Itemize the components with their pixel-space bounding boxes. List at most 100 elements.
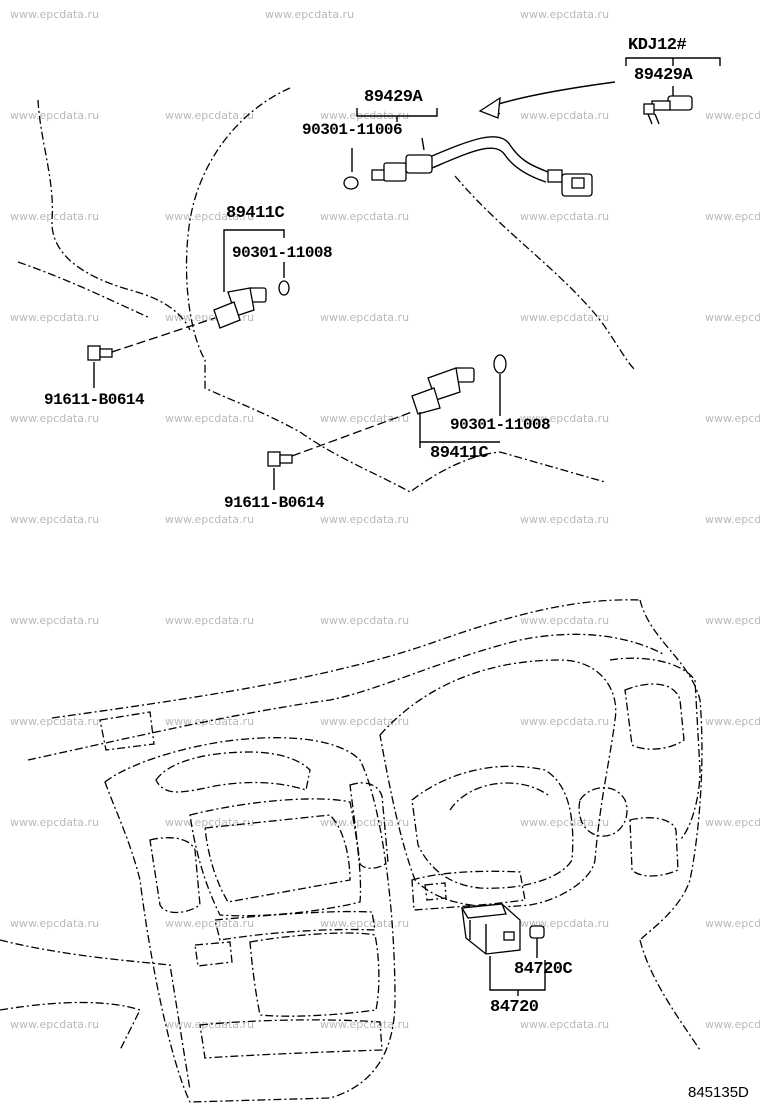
watermark-text: www.epcdata.ru (165, 513, 255, 526)
watermark-text: www.epcdata.ru (520, 412, 610, 425)
watermark-text: www.epcdata.ru (320, 715, 410, 728)
watermark-text: www.epcdata.ru (10, 311, 100, 324)
bolt-2-shape (267, 451, 293, 467)
watermark-text: www.epcdata.ru (165, 816, 255, 829)
watermark-text: www.epcdata.ru (705, 614, 760, 627)
engine-outline-arc (185, 87, 301, 433)
dash-right-lower (639, 939, 701, 1051)
switch-sub-label: 84720C (514, 960, 573, 979)
console-slot-1 (99, 711, 155, 751)
watermark-text: www.epcdata.ru (10, 715, 100, 728)
crank-sensor-1-label: 89411C (226, 204, 285, 223)
oring-2-label: 90301-11008 (450, 416, 551, 434)
console-lower-panel (249, 932, 380, 1017)
watermark-text: www.epcdata.ru (165, 1018, 255, 1031)
engine-outline-right (454, 175, 636, 371)
cluster-inner (411, 765, 574, 889)
watermark-text: www.epcdata.ru (520, 109, 610, 122)
crank-sensor-2-shape (411, 367, 475, 415)
cluster-hood (379, 659, 617, 908)
console-small-btn (194, 941, 233, 967)
watermark-text: www.epcdata.ru (320, 917, 410, 930)
watermark-text: www.epcdata.ru (10, 8, 100, 21)
watermark-text: www.epcdata.ru (265, 8, 355, 21)
ignition-ring (578, 786, 628, 837)
console-vent-left (149, 837, 201, 914)
gasket-label: 90301-11006 (302, 121, 403, 139)
watermark-text: www.epcdata.ru (520, 513, 610, 526)
watermark-text: www.epcdata.ru (10, 210, 100, 223)
dash-top-edge-2 (27, 633, 666, 761)
watermark-text: www.epcdata.ru (520, 8, 610, 21)
switch-panel (411, 870, 526, 911)
bolt-1-axis (111, 317, 216, 353)
watermark-text: www.epcdata.ru (520, 614, 610, 627)
watermark-text: www.epcdata.ru (165, 917, 255, 930)
right-vent-lower (629, 817, 679, 877)
right-side-panel (609, 657, 701, 841)
watermark-text: www.epcdata.ru (10, 1018, 100, 1031)
oxygen-sensor-alt-label: 89429A (634, 66, 693, 85)
engine-outline-far-left (17, 261, 151, 319)
console-bottom-strip (199, 1019, 383, 1059)
oring-2-shape (493, 354, 507, 374)
console-mid-strip (214, 910, 376, 941)
console-screen-frame (189, 798, 362, 917)
watermark-text: www.epcdata.ru (320, 311, 410, 324)
switch-mini-1 (424, 882, 447, 901)
bolt-2-axis (291, 411, 413, 457)
oxygen-sensor-bracket (356, 108, 438, 117)
watermark-text: www.epcdata.ru (705, 513, 760, 526)
oring-1-shape (278, 280, 290, 296)
figure-reference: 845135D (688, 1084, 749, 1101)
console-outer (104, 737, 396, 1103)
oxygen-sensor-shape (371, 136, 593, 197)
watermark-text: www.epcdata.ru (320, 614, 410, 627)
crank-sensor-1-shape (213, 287, 267, 329)
switch-shape (460, 903, 521, 955)
cluster-dial (449, 782, 549, 811)
watermark-text: www.epcdata.ru (10, 109, 100, 122)
watermark-text: www.epcdata.ru (165, 109, 255, 122)
watermark-text: www.epcdata.ru (705, 715, 760, 728)
crank-sensor-1-bracket (223, 229, 285, 238)
dash-left-panel (0, 939, 191, 1091)
crank-sensor-2-label: 89411C (430, 444, 489, 463)
console-upper-box (155, 751, 311, 793)
dash-right-edge (639, 599, 703, 941)
watermark-text: www.epcdata.ru (10, 614, 100, 627)
watermark-text: www.epcdata.ru (10, 816, 100, 829)
watermark-text: www.epcdata.ru (705, 917, 760, 930)
watermark-text: www.epcdata.ru (10, 917, 100, 930)
watermark-text: www.epcdata.ru (705, 210, 760, 223)
pointer-arrow (485, 81, 616, 109)
watermark-text: www.epcdata.ru (520, 1018, 610, 1031)
oxygen-sensor-alt-shape (643, 95, 693, 125)
watermark-text: www.epcdata.ru (520, 210, 610, 223)
console-vent-right (349, 782, 389, 869)
watermark-text: www.epcdata.ru (165, 210, 255, 223)
model-code-label: KDJ12# (628, 36, 687, 55)
watermark-text: www.epcdata.ru (520, 715, 610, 728)
gasket-shape (343, 176, 359, 190)
oxygen-sensor-label: 89429A (364, 88, 423, 107)
watermark-text: www.epcdata.ru (705, 1018, 760, 1031)
engine-outline-left (37, 99, 191, 331)
dash-top-edge (51, 599, 641, 719)
watermark-text: www.epcdata.ru (320, 1018, 410, 1031)
watermark-text: www.epcdata.ru (165, 614, 255, 627)
watermark-text: www.epcdata.ru (10, 513, 100, 526)
watermark-text: www.epcdata.ru (165, 412, 255, 425)
switch-lamp-shape (529, 925, 545, 958)
watermark-text: www.epcdata.ru (320, 210, 410, 223)
watermark-text: www.epcdata.ru (705, 412, 760, 425)
dash-left-panel-2 (0, 1001, 141, 1051)
bolt-1-label: 91611-B0614 (44, 391, 145, 409)
watermark-text: www.epcdata.ru (705, 311, 760, 324)
switch-main-label: 84720 (490, 998, 539, 1017)
watermark-text: www.epcdata.ru (320, 513, 410, 526)
watermark-text: www.epcdata.ru (165, 715, 255, 728)
watermark-text: www.epcdata.ru (705, 816, 760, 829)
